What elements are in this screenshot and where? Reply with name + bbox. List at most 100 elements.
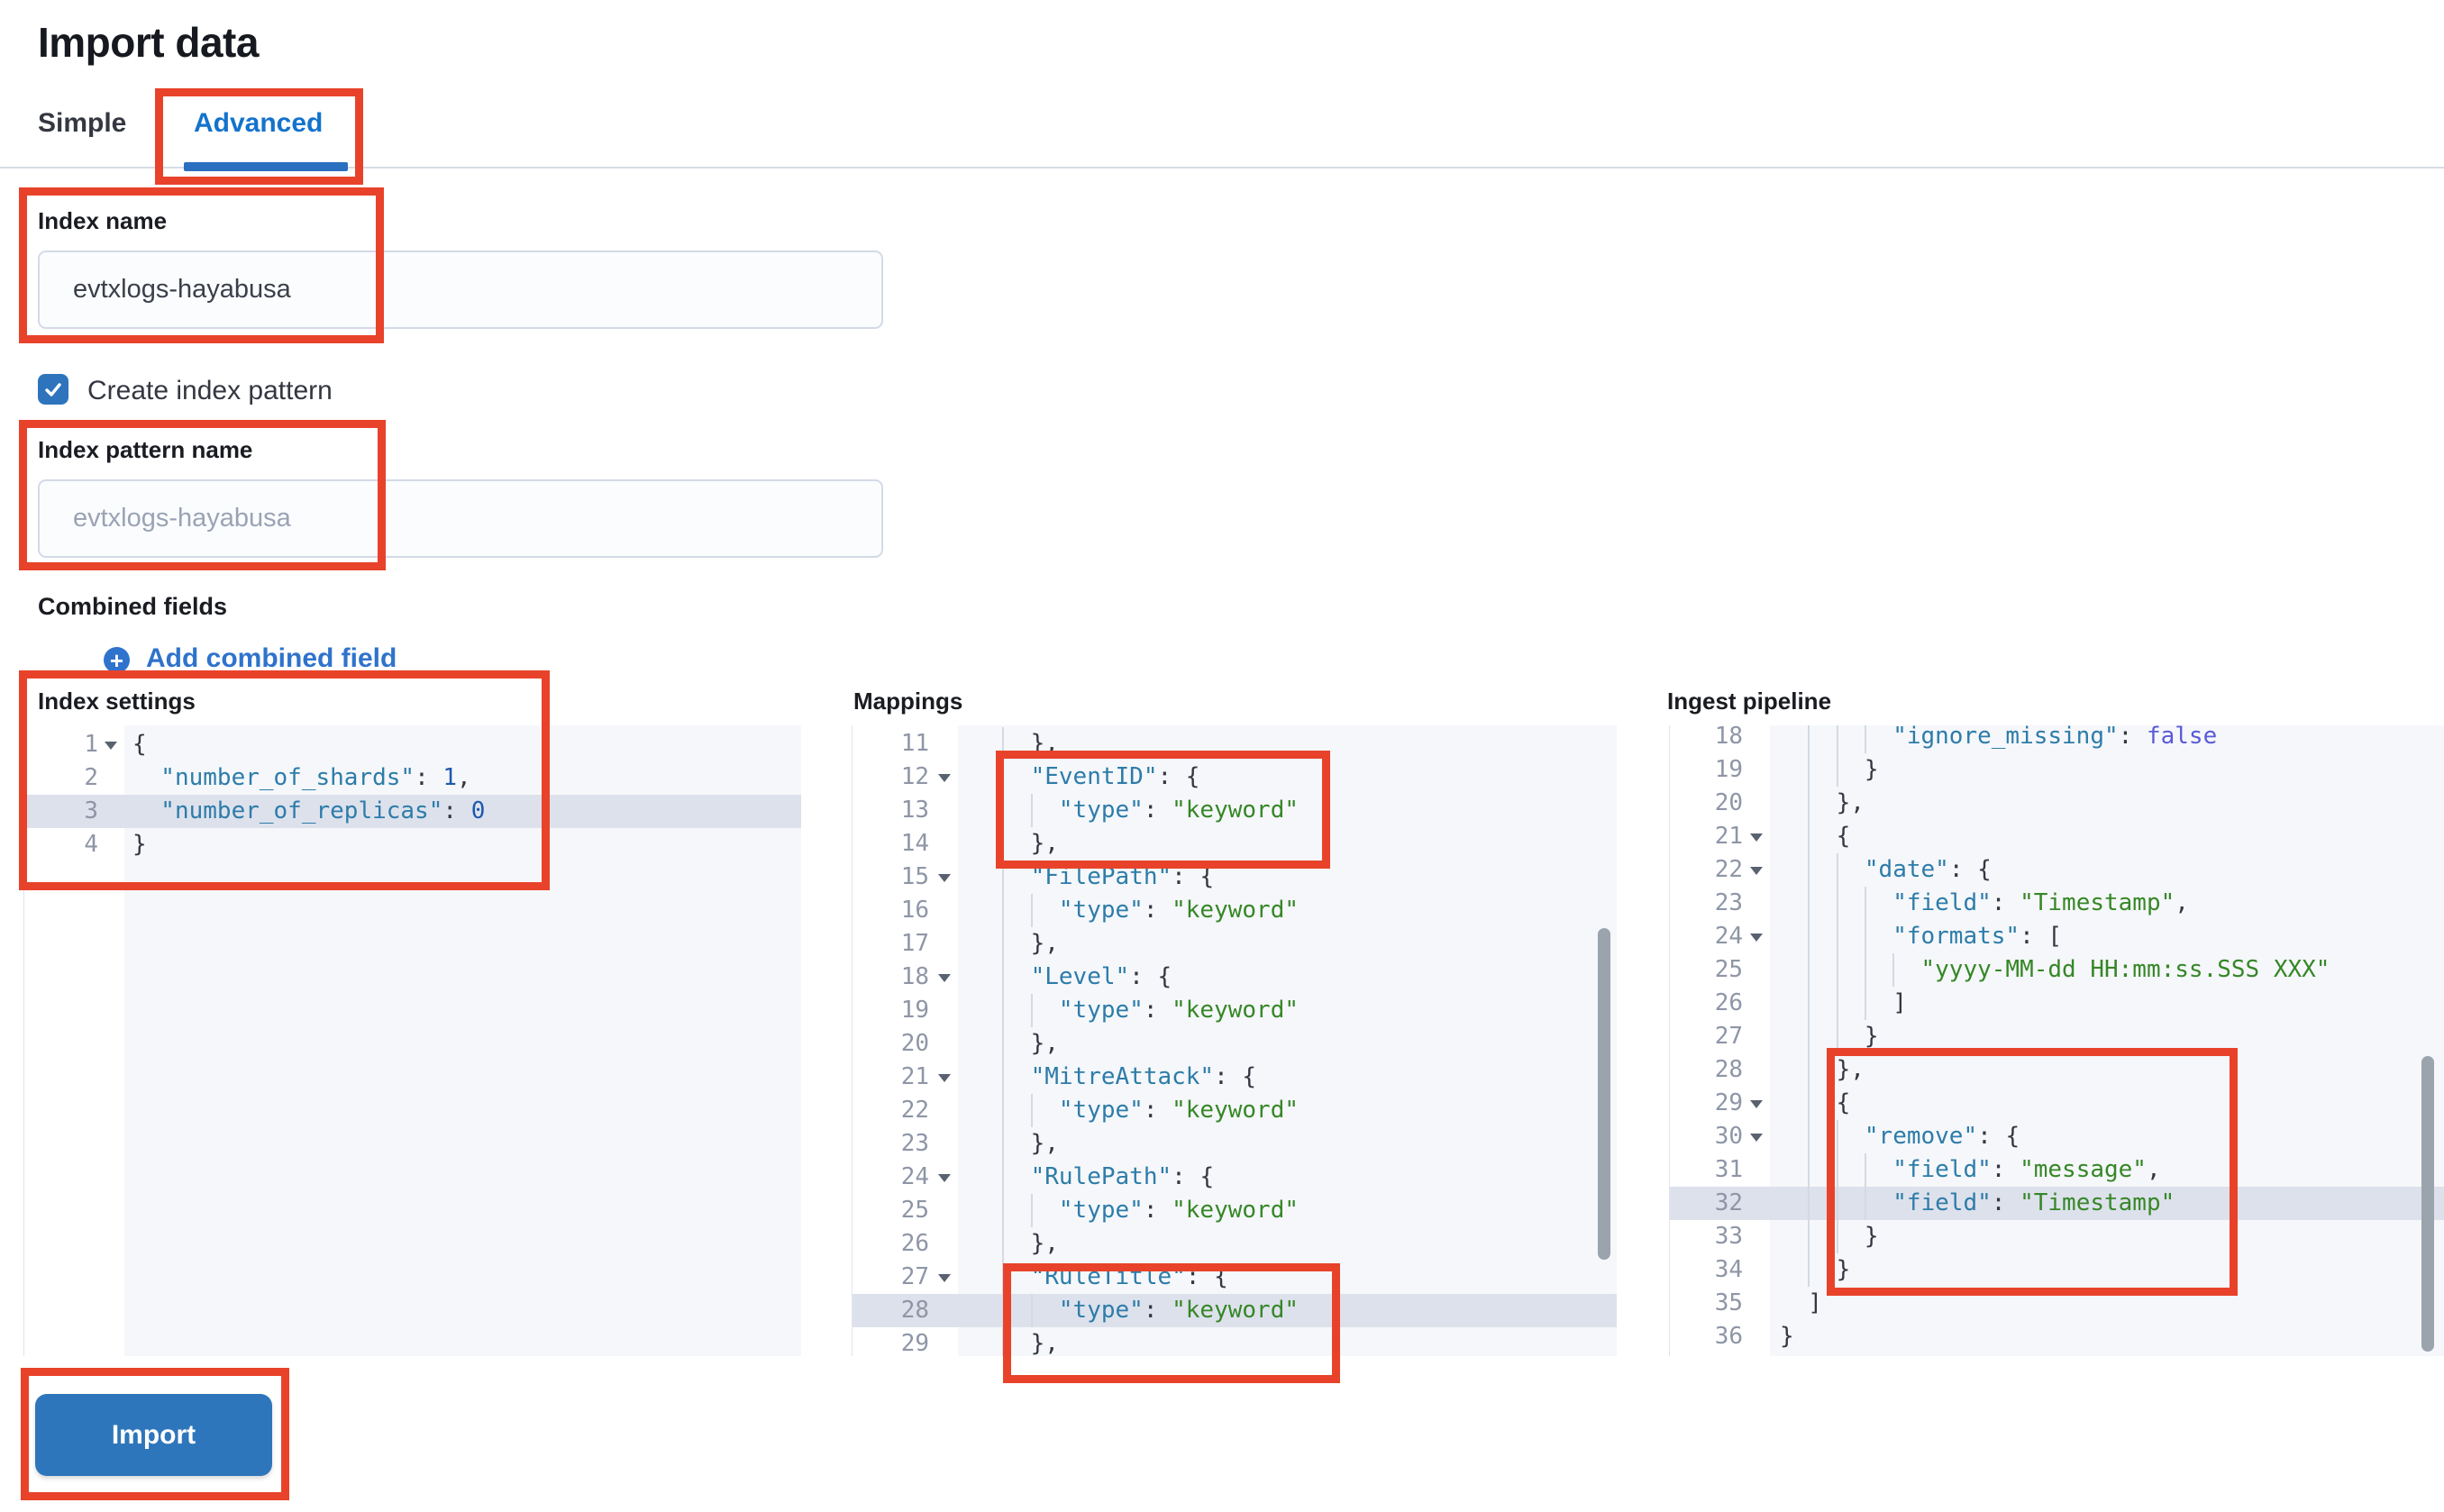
mappings-editor[interactable]: 11},12"EventID": {13"type": "keyword"14}…: [852, 725, 1617, 1356]
indent-guide: [1808, 1253, 1810, 1287]
code-text: "type": "keyword": [1058, 997, 1300, 1024]
line-number: 19: [1714, 756, 1743, 783]
indent-guide: [1836, 1153, 1838, 1187]
indent-guide: [1002, 994, 1005, 1027]
line-number: 22: [1714, 856, 1743, 883]
ingest-pipeline-label: Ingest pipeline: [1667, 688, 1832, 715]
code-text: }: [1864, 756, 1879, 783]
line-number: 21: [1714, 823, 1743, 850]
line-number: 36: [1714, 1323, 1743, 1350]
code-text: "field": "Timestamp": [1892, 1189, 2175, 1216]
code-line: 26]: [1670, 987, 2444, 1020]
line-number: 12: [900, 763, 929, 790]
code-text: "RuleTitle": {: [1030, 1263, 1228, 1290]
indent-guide: [1002, 1094, 1005, 1127]
fold-arrow-icon[interactable]: [1750, 867, 1763, 875]
fold-arrow-icon[interactable]: [105, 742, 117, 750]
indent-guide: [1808, 787, 1810, 820]
indent-guide: [1864, 725, 1866, 753]
indent-guide: [1030, 1094, 1033, 1127]
add-combined-field-link[interactable]: Add combined field: [146, 643, 397, 673]
plus-in-circle-icon[interactable]: +: [104, 647, 130, 673]
indent-guide: [1836, 1220, 1838, 1253]
indent-guide: [1864, 987, 1866, 1020]
indent-guide: [1836, 853, 1838, 887]
index-pattern-name-label: Index pattern name: [38, 436, 253, 463]
indent-guide: [1002, 927, 1005, 961]
code-line: 16"type": "keyword": [853, 894, 1617, 927]
indent-guide: [1808, 725, 1810, 753]
fold-arrow-icon[interactable]: [1750, 934, 1763, 942]
indent-guide: [1864, 953, 1866, 987]
indent-guide: [1002, 1161, 1005, 1194]
indent-guide: [1808, 1087, 1810, 1120]
line-number: 24: [900, 1163, 929, 1190]
code-line: 12"EventID": {: [853, 761, 1617, 794]
line-number: 13: [900, 797, 929, 824]
indent-guide: [1892, 953, 1895, 987]
indent-guide: [1002, 1327, 1005, 1356]
scrollbar-thumb[interactable]: [1598, 928, 1610, 1260]
line-number: 34: [1714, 1256, 1743, 1283]
line-number: 26: [1714, 989, 1743, 1016]
fold-arrow-icon[interactable]: [1750, 833, 1763, 842]
line-number: 18: [1714, 725, 1743, 750]
indent-guide: [1808, 1153, 1810, 1187]
fold-arrow-icon[interactable]: [938, 1174, 951, 1182]
indent-guide: [1836, 1120, 1838, 1153]
code-line: 33}: [1670, 1220, 2444, 1253]
code-line: 19}: [1670, 753, 2444, 787]
indent-guide: [1030, 1294, 1033, 1327]
scrollbar-thumb[interactable]: [2421, 1056, 2434, 1352]
code-line: 24"RulePath": {: [853, 1161, 1617, 1194]
code-text: {: [1836, 1089, 1851, 1116]
indent-guide: [1002, 1261, 1005, 1294]
code-text: }: [1864, 1023, 1879, 1050]
code-line: 11},: [853, 727, 1617, 761]
fold-arrow-icon[interactable]: [938, 974, 951, 982]
line-number: 27: [1714, 1023, 1743, 1050]
line-number: 11: [900, 730, 929, 757]
index-name-input[interactable]: [38, 250, 883, 329]
import-button[interactable]: Import: [35, 1394, 272, 1476]
indent-guide: [1836, 987, 1838, 1020]
fold-arrow-icon[interactable]: [1750, 1134, 1763, 1142]
index-settings-editor[interactable]: 1{2"number_of_shards": 1,3"number_of_rep…: [23, 725, 801, 1356]
code-line: 17},: [853, 927, 1617, 961]
indent-guide: [1002, 1194, 1005, 1227]
code-text: "type": "keyword": [1058, 897, 1300, 924]
indent-guide: [1030, 794, 1033, 827]
line-number: 20: [1714, 789, 1743, 816]
code-text: "number_of_shards": 1,: [160, 764, 471, 791]
tab-advanced[interactable]: Advanced: [194, 108, 324, 138]
index-pattern-name-input[interactable]: [38, 479, 883, 558]
tab-simple[interactable]: Simple: [38, 108, 127, 138]
fold-arrow-icon[interactable]: [938, 774, 951, 782]
indent-guide: [1864, 1187, 1866, 1220]
line-number: 22: [900, 1097, 929, 1124]
fold-arrow-icon[interactable]: [938, 874, 951, 882]
fold-arrow-icon[interactable]: [1750, 1100, 1763, 1108]
code-line: 23"field": "Timestamp",: [1670, 887, 2444, 920]
indent-guide: [1808, 1053, 1810, 1087]
code-line: 28},: [1670, 1053, 2444, 1087]
line-number: 2: [84, 764, 98, 791]
code-line: 4}: [24, 828, 801, 861]
indent-guide: [1808, 987, 1810, 1020]
check-icon: [45, 383, 61, 396]
code-text: "ignore_missing": false: [1892, 725, 2218, 750]
code-text: ]: [1808, 1289, 1822, 1316]
code-text: },: [1030, 830, 1059, 857]
fold-arrow-icon[interactable]: [938, 1274, 951, 1282]
code-line: 35]: [1670, 1287, 2444, 1320]
line-number: 31: [1714, 1156, 1743, 1183]
mappings-label: Mappings: [853, 688, 963, 715]
code-line: 27}: [1670, 1020, 2444, 1053]
line-number: 15: [900, 863, 929, 890]
fold-arrow-icon[interactable]: [938, 1074, 951, 1082]
indent-guide: [1836, 920, 1838, 953]
code-text: },: [1030, 1230, 1059, 1257]
create-index-pattern-checkbox[interactable]: [38, 374, 68, 405]
